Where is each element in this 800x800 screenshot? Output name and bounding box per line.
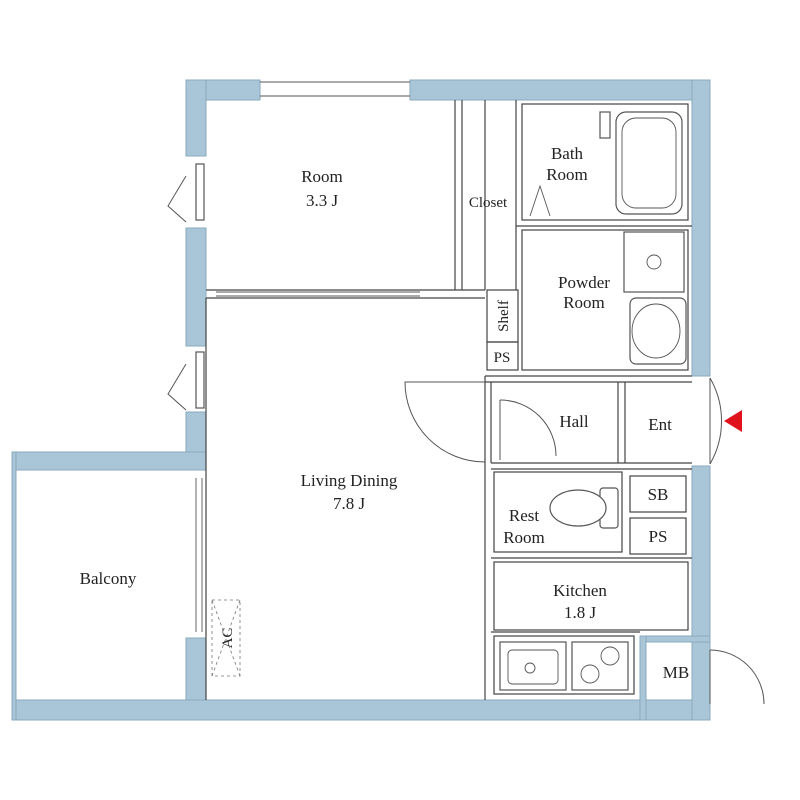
interior-walls	[205, 100, 692, 700]
ps-lower-label: PS	[649, 527, 668, 546]
rest-label-line2: Room	[503, 528, 545, 547]
kitchen-size: 1.8 J	[564, 603, 597, 622]
fixtures	[211, 111, 687, 691]
bath-label-line2: Room	[546, 165, 588, 184]
ac-label: AC	[220, 628, 236, 649]
closet-label: Closet	[469, 195, 508, 211]
red-triangle-icon	[724, 410, 742, 432]
living-label: Living Dining	[301, 471, 398, 490]
hall-label: Hall	[559, 412, 589, 431]
balcony-label: Balcony	[80, 569, 137, 588]
sb-label: SB	[648, 485, 669, 504]
windows	[195, 81, 420, 632]
room-labels: Room 3.3 J Closet Bath Room Powder Room …	[80, 144, 690, 682]
bath-label-line1: Bath	[551, 144, 584, 163]
room-label: Room	[301, 167, 343, 186]
mb-label: MB	[663, 663, 689, 682]
powder-label-line1: Powder	[558, 273, 610, 292]
ent-label: Ent	[648, 415, 672, 434]
room-size: 3.3 J	[306, 191, 339, 210]
powder-label-line2: Room	[563, 293, 605, 312]
doors	[167, 175, 765, 705]
exterior-walls	[11, 79, 711, 721]
kitchen-label: Kitchen	[553, 581, 607, 600]
shelf-label: Shelf	[496, 300, 512, 332]
living-size: 7.8 J	[333, 494, 366, 513]
rest-label-line1: Rest	[509, 506, 540, 525]
ps-upper-label: PS	[494, 350, 511, 366]
